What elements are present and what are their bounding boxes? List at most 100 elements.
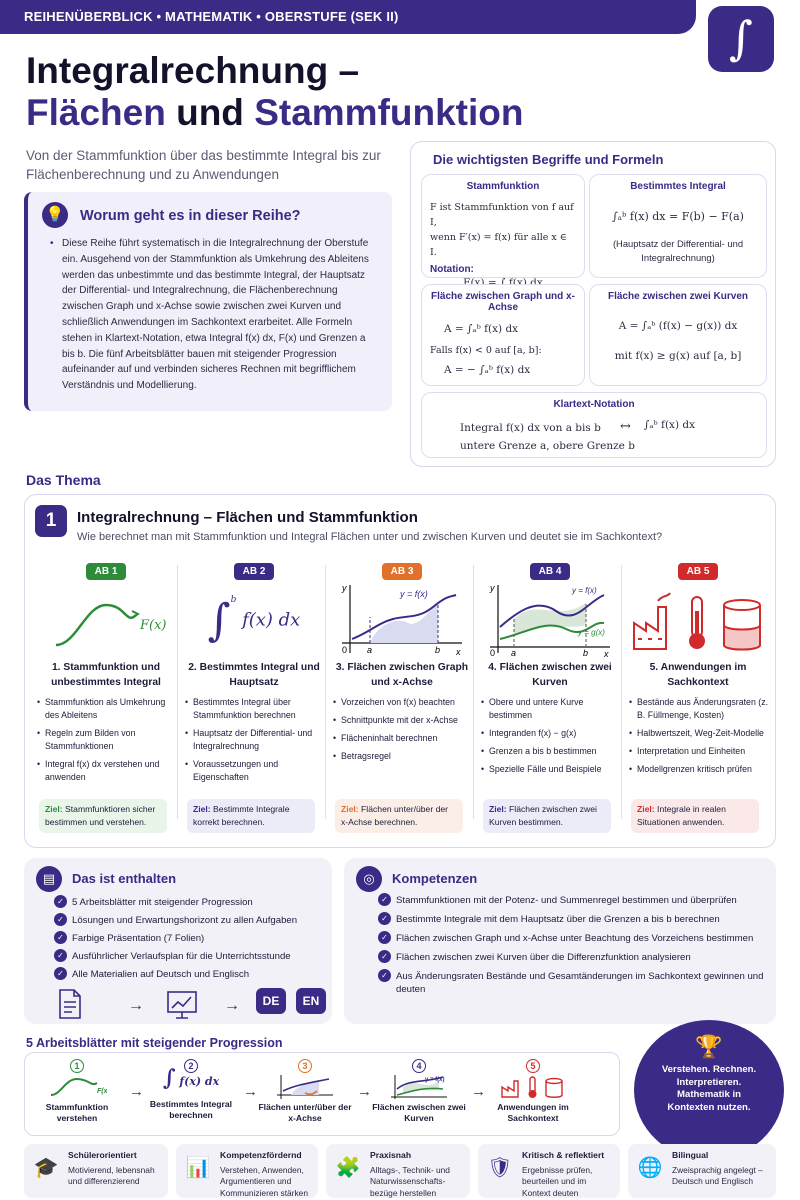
progression-heading: 5 Arbeitsblätter mit steigender Progress… (26, 1036, 283, 1050)
page-subtitle: Von der Stammfunktion über das bestimmte… (26, 148, 381, 182)
svg-text:y = g(x): y = g(x) (577, 628, 605, 637)
check-item: Aus Änderungsraten Bestände und Gesamtän… (378, 969, 768, 996)
clipboard-icon: ▤ (36, 866, 62, 892)
worksheet-column-5: AB 5 5. Anwendungen im Sachkontext Bestä… (625, 561, 771, 841)
svg-text:F(x): F(x) (97, 1088, 107, 1095)
feature-text: Motivierend, lebensnah und differenziere… (68, 1164, 155, 1187)
topic-item: Voraussetzungen und Eigenschaften (185, 758, 327, 784)
worksheet-goal: Ziel: Integrale in realen Situationen an… (631, 799, 759, 833)
double-arrow-icon: ↔ (620, 419, 631, 434)
feature-text: Ergebnisse prüfen, beurteilen und im Kon… (522, 1164, 593, 1198)
topic-item: Integranden f(x) − g(x) (481, 727, 623, 740)
worksheet-goal: Ziel: Flächen unter/über der x-Achse ber… (335, 799, 463, 833)
worksheet-title: 4. Flächen zwischen zwei Kurven (488, 662, 612, 688)
document-icon (59, 989, 81, 1019)
worksheet-topics: Obere und untere Kurve bestimmenIntegran… (477, 696, 623, 776)
check-item: Alle Materialien auf Deutsch und Englisc… (54, 967, 326, 981)
klar-line-2: untere Grenze a, obere Grenze b (460, 440, 635, 452)
contents-heading: Das ist enthalten (72, 871, 177, 886)
container-icon (723, 599, 761, 651)
section-das-thema: Das Thema (26, 472, 101, 488)
arrow-icon: → (471, 1083, 486, 1100)
check-item: Bestimmte Integrale mit dem Hauptsatz üb… (378, 912, 768, 926)
topic-item: Grenzen a bis b bestimmen (481, 745, 623, 758)
step-number: 1 (70, 1059, 84, 1073)
topic-item: Integral f(x) dx verstehen und anwenden (37, 758, 179, 784)
step-label: Stammfunktion verstehen (45, 1102, 109, 1123)
worksheet-goal: Ziel: Bestimmte Integrale korrekt berech… (187, 799, 315, 833)
card-bestimmtes-integral: Bestimmtes Integral ∫ₐᵇ f(x) dx = F(b) −… (589, 174, 767, 278)
feature-title: Bilingual (672, 1150, 709, 1160)
arrow-icon: → (243, 1083, 258, 1100)
worksheet-column-2: AB 2 ∫b f(x) dx 2. Bestimmtes Integral u… (181, 561, 327, 841)
worksheet-title: 3. Flächen zwischen Graph und x-Achse (335, 662, 469, 688)
topic-item: Spezielle Fälle und Beispiele (481, 763, 623, 776)
top-banner: REIHENÜBERBLICK • MATHEMATIK • OBERSTUFE… (0, 0, 696, 34)
svg-text:0: 0 (490, 648, 495, 657)
column-divider (621, 565, 622, 819)
column-divider (473, 565, 474, 819)
topic-item: Flächeninhalt berechnen (333, 732, 475, 745)
stamm-line-1: F ist Stammfunktion von f auf I, (430, 202, 574, 228)
flaeche1-formula-2: A = − ∫ₐᵇ f(x) dx (444, 364, 531, 376)
puzzle-icon: 🧩 (335, 1157, 361, 1179)
feature-title: Kompetenzfördernd (220, 1150, 302, 1160)
step-number: 2 (184, 1059, 198, 1073)
topic-item: Schnittpunkte mit der x-Achse (333, 714, 475, 727)
step-graphic (257, 1073, 353, 1102)
worksheet-badge: AB 2 (233, 563, 275, 580)
card-flaeche-kurven: Fläche zwischen zwei Kurven A = ∫ₐᵇ (f(x… (589, 284, 767, 386)
svg-text:x: x (603, 649, 609, 657)
feature-text: Zweisprachig angelegt – Deutsch und Engl… (672, 1164, 763, 1187)
check-item: Farbige Präsentation (7 Folien) (54, 931, 326, 945)
card-title: Fläche zwischen Graph und x-Achse (431, 291, 575, 313)
worksheet-title: 2. Bestimmtes Integral und Hauptsatz (188, 662, 320, 688)
competences-card: ◎ Kompetenzen Stammfunktionen mit der Po… (344, 858, 776, 1024)
worksheet-badge: AB 5 (677, 563, 719, 580)
check-item: Flächen zwischen zwei Kurven über die Di… (378, 950, 768, 964)
formula-box: Die wichtigsten Begriffe und Formeln Sta… (410, 141, 776, 467)
worksheet-goal: Ziel: Stammfunktioren sicher bestimmen u… (39, 799, 167, 833)
ab1-graph: F(x) (55, 603, 166, 647)
worksheet-column-1: AB 1 F(x) 1. Stammfunktion und unbestimm… (33, 561, 179, 841)
step-graphic: ∫ f(x) dx (162, 1065, 220, 1091)
worksheet-badge: AB 3 (381, 563, 423, 580)
column-divider (325, 565, 326, 819)
shield-check-icon: 🛡 (487, 1157, 513, 1179)
title-line-1: Integralrechnung – (26, 50, 360, 91)
svg-text:y = f(x): y = f(x) (399, 589, 428, 599)
ab2-integral-symbol: ∫b f(x) dx (207, 595, 301, 646)
feature-text: Alltags-, Technik- und Naturwissenschaft… (370, 1164, 450, 1198)
ab5-icons (633, 592, 761, 651)
step-label: Flächen unter/über der x-Achse (258, 1102, 352, 1123)
topic-item: Obere und untere Kurve bestimmen (481, 696, 623, 722)
svg-text:0: 0 (342, 645, 347, 655)
best-formula: ∫ₐᵇ f(x) dx = F(b) − F(a) (612, 210, 744, 223)
worksheet-topics: Stammfunktion als Umkehrung des Ableiten… (33, 696, 179, 784)
worksheet-badge: AB 1 (85, 563, 127, 580)
feature-text: Verstehen, Anwenden, Argumentieren und K… (220, 1164, 308, 1198)
check-item: Lösungen und Erwartungshorizont zu allen… (54, 913, 326, 927)
svg-text:y: y (341, 583, 347, 593)
title-word-2: und (165, 92, 255, 133)
feature-title: Praxisnah (370, 1150, 412, 1160)
theme-number: 1 (35, 505, 67, 537)
worksheet-title: 1. Stammfunktion und unbestimmtes Integr… (51, 662, 161, 688)
feature-title: Kritisch & reflektiert (522, 1150, 605, 1160)
globe-icon: 🌐 (637, 1157, 663, 1179)
step-number: 5 (526, 1059, 540, 1073)
integral-logo: ∫ (708, 6, 774, 72)
notation-label: Notation: (430, 264, 474, 275)
topic-item: Vorzeichen von f(x) beachten (333, 696, 475, 709)
card-title: Bestimmtes Integral (630, 181, 726, 192)
check-item: Stammfunktionen mit der Potenz- und Summ… (378, 893, 768, 907)
topic-item: Bestimmtes Integral über Stammfunktion b… (185, 696, 327, 722)
